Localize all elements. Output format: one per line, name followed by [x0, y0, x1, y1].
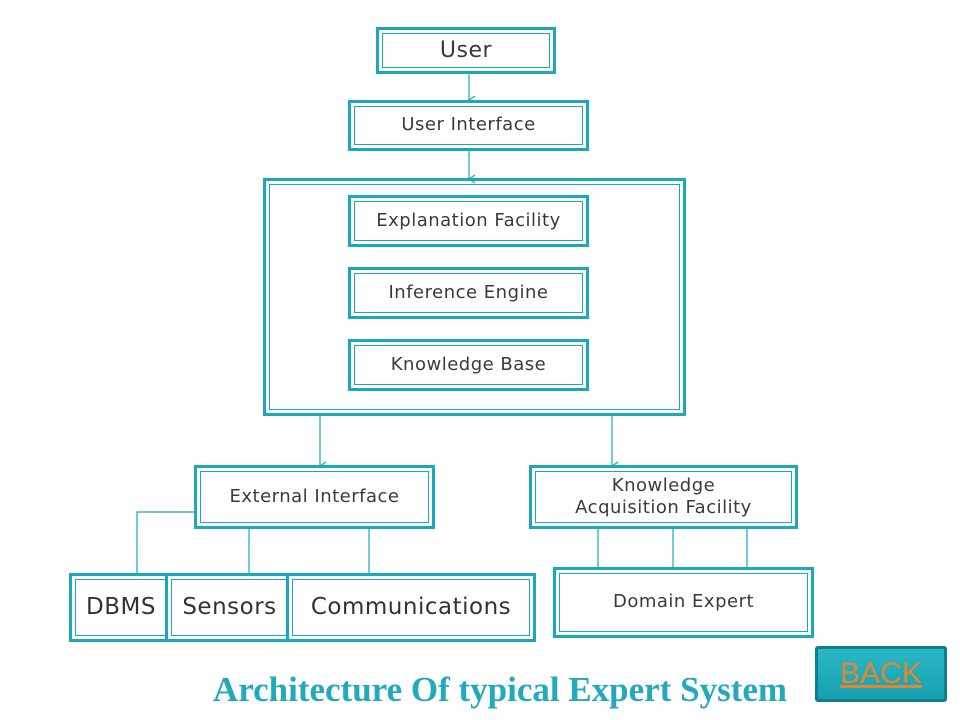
- user-box: User: [376, 27, 556, 74]
- diagram-title: Architecture Of typical Expert System: [212, 670, 788, 709]
- knowledge-acquisition-label-line1: Knowledge: [611, 474, 716, 496]
- external-interface-box: External Interface: [194, 465, 435, 529]
- user-interface-box: User Interface: [348, 100, 589, 151]
- inference-engine-label: Inference Engine: [388, 281, 549, 303]
- user-interface-label: User Interface: [401, 114, 536, 136]
- sensors-box: Sensors: [165, 573, 294, 642]
- knowledge-acquisition-label-line2: Acquisition Facility: [575, 497, 752, 518]
- explanation-facility-label: Explanation Facility: [376, 209, 561, 231]
- dbms-box: DBMS: [69, 573, 173, 642]
- line-external-to-dbms: [136, 511, 202, 575]
- knowledge-acquisition-box: Knowledge Acquisition Facility: [529, 465, 798, 529]
- domain-expert-label: Domain Expert: [612, 591, 755, 613]
- core-system-container: [263, 178, 686, 416]
- domain-expert-box: Domain Expert: [553, 567, 814, 638]
- dbms-label: DBMS: [86, 594, 156, 621]
- knowledge-base-label: Knowledge Base: [390, 353, 547, 375]
- communications-label: Communications: [310, 594, 512, 621]
- user-label: User: [439, 37, 493, 63]
- external-interface-label: External Interface: [229, 485, 400, 507]
- inference-engine-box: Inference Engine: [348, 267, 589, 319]
- explanation-facility-box: Explanation Facility: [348, 195, 589, 247]
- communications-box: Communications: [286, 573, 536, 642]
- back-button[interactable]: BACK: [815, 646, 947, 702]
- knowledge-base-box: Knowledge Base: [348, 339, 589, 391]
- sensors-label: Sensors: [182, 594, 277, 621]
